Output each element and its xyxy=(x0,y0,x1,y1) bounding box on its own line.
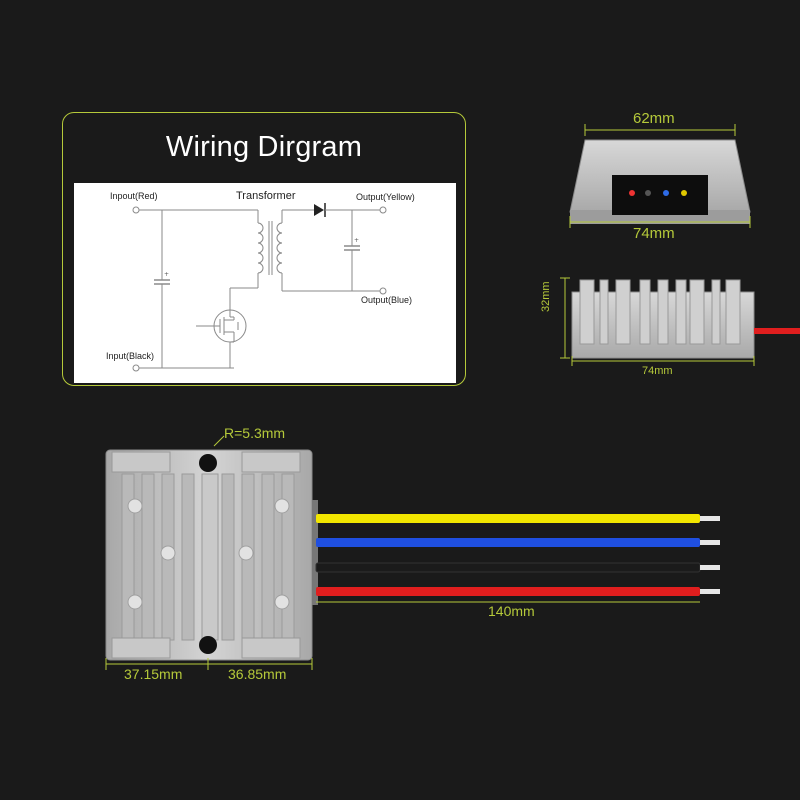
side-view xyxy=(560,277,800,366)
side-red-wire xyxy=(754,328,800,334)
secondary-coil xyxy=(276,222,283,274)
transformer-label: Transformer xyxy=(236,190,296,202)
yellow-terminal-dot xyxy=(681,190,687,196)
side-height-label: 32mm xyxy=(540,281,552,312)
yellow-wire xyxy=(316,514,700,523)
hole-radius-label: R=5.3mm xyxy=(224,425,286,441)
output-yellow-terminal xyxy=(379,206,387,214)
svg-text:+: + xyxy=(354,237,359,244)
primary-coil xyxy=(257,222,264,274)
terminal-window xyxy=(612,175,708,215)
wire-length-label: 140mm xyxy=(488,603,535,619)
left-offset-label: 37.15mm xyxy=(124,666,183,682)
schematic-drawing: + + xyxy=(132,203,387,372)
input-black-label: Input(Black) xyxy=(106,351,155,361)
wires xyxy=(312,500,720,605)
blue-wire xyxy=(316,538,700,547)
red-wire xyxy=(316,587,700,596)
front-width-top-label: 62mm xyxy=(633,110,675,127)
blue-terminal-dot xyxy=(663,190,669,196)
front-view xyxy=(569,124,751,228)
schematic: + + Inpout(Red) Transformer Output(Yello… xyxy=(74,183,456,383)
front-width-bottom-label: 74mm xyxy=(633,225,675,242)
black-wire xyxy=(315,562,701,573)
output-yellow-label: Output(Yellow) xyxy=(356,192,415,202)
right-offset-label: 36.85mm xyxy=(228,666,287,682)
mounting-hole-top xyxy=(199,454,217,472)
wiring-diagram-title: Wiring Dirgram xyxy=(165,131,363,163)
wiring-diagram-panel: Wiring Dirgram xyxy=(62,112,466,386)
top-view xyxy=(105,435,313,670)
mounting-hole-bottom xyxy=(199,636,217,654)
output-blue-label: Output(Blue) xyxy=(361,295,413,305)
svg-text:+: + xyxy=(164,271,169,278)
output-blue-terminal xyxy=(379,287,387,295)
black-terminal-dot xyxy=(645,190,651,196)
input-red-label: Inpout(Red) xyxy=(110,191,158,201)
diode xyxy=(314,204,324,216)
side-length-label: 74mm xyxy=(642,365,673,377)
red-terminal-dot xyxy=(629,190,635,196)
